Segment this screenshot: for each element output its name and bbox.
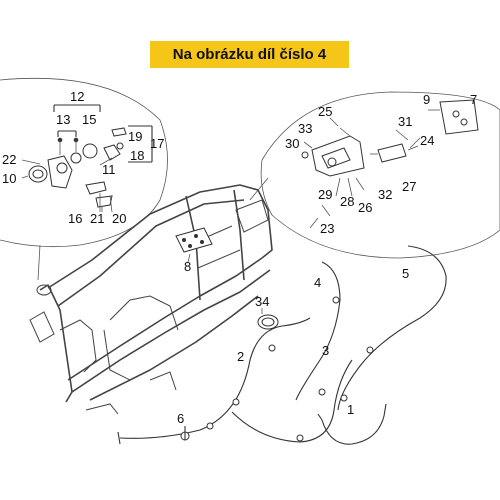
cable-3 <box>231 359 353 443</box>
callout-16: 16 <box>68 211 82 226</box>
callout-6: 6 <box>177 411 184 426</box>
seat-lock-parts <box>301 99 479 217</box>
lock-parts <box>28 127 127 213</box>
left-detail-pointer <box>37 244 41 281</box>
right-detail-arc <box>260 91 500 259</box>
callout-9: 9 <box>423 92 430 107</box>
callout-5: 5 <box>402 266 409 281</box>
cable-4 <box>295 261 341 401</box>
callout-10: 10 <box>2 171 16 186</box>
bracket-12 <box>53 104 101 137</box>
callout-12: 12 <box>70 89 84 104</box>
callout-4: 4 <box>314 275 321 290</box>
callout-28: 28 <box>340 194 354 209</box>
callout-7: 7 <box>470 92 477 107</box>
callout-13: 13 <box>56 112 70 127</box>
callout-17: 17 <box>150 136 164 151</box>
cable-2 <box>117 317 311 445</box>
callout-22: 22 <box>2 152 16 167</box>
callout-21: 21 <box>90 211 104 226</box>
callout-19: 19 <box>128 129 142 144</box>
callout-2: 2 <box>237 349 244 364</box>
callout-3: 3 <box>322 343 329 358</box>
part-number-banner: Na obrázku díl číslo 4 <box>150 41 349 68</box>
cable-5 <box>337 245 447 411</box>
scooter-frame <box>29 184 273 415</box>
bracket-17 <box>128 125 153 163</box>
callout-29: 29 <box>318 187 332 202</box>
part-34-ring-inner <box>261 317 275 327</box>
callout-23: 23 <box>320 221 334 236</box>
callout-30: 30 <box>285 136 299 151</box>
callout-18: 18 <box>130 148 144 163</box>
cable-1 <box>317 403 387 445</box>
left-detail-arc <box>0 77 168 248</box>
callout-31: 31 <box>398 114 412 129</box>
callout-25: 25 <box>318 104 332 119</box>
callout-15: 15 <box>82 112 96 127</box>
callout-26: 26 <box>358 200 372 215</box>
right-detail-pointer <box>249 177 269 201</box>
callout-1: 1 <box>347 402 354 417</box>
callout-11: 11 <box>102 162 116 177</box>
part-6-clip <box>180 426 190 441</box>
callout-34: 34 <box>255 294 269 309</box>
part-8-plate <box>175 227 213 253</box>
callout-27: 27 <box>402 179 416 194</box>
callout-33: 33 <box>298 121 312 136</box>
callout-24: 24 <box>420 133 434 148</box>
callout-20: 20 <box>112 211 126 226</box>
callout-32: 32 <box>378 187 392 202</box>
callout-8: 8 <box>184 259 191 274</box>
leader-lines <box>21 117 421 314</box>
